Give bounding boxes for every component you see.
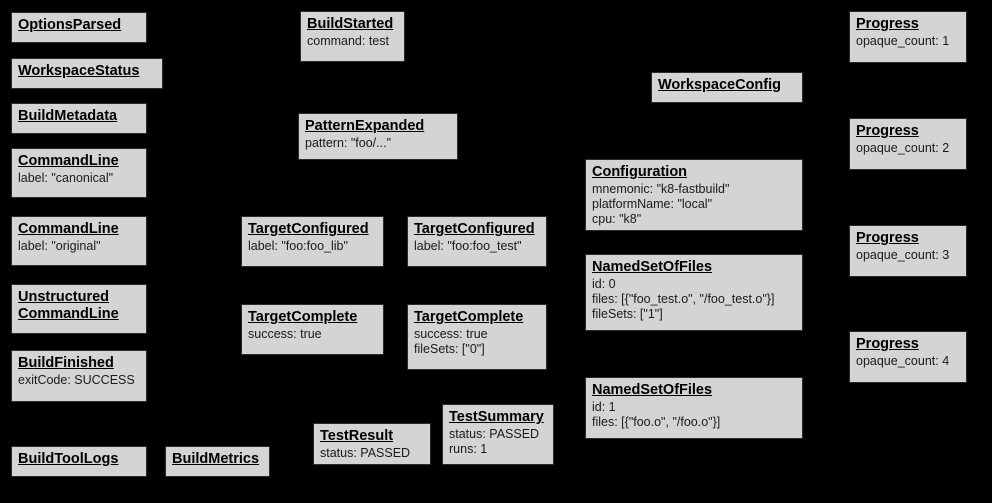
node-title: WorkspaceConfig	[658, 77, 782, 93]
node-field: label: "foo:foo_lib"	[248, 239, 348, 253]
node-field: exitCode: SUCCESS	[18, 373, 135, 387]
node-field: id: 1	[592, 400, 616, 414]
node-progress-3[interactable]: Progress opaque_count: 3	[849, 225, 967, 277]
node-title: TargetComplete	[248, 309, 358, 325]
node-test-result[interactable]: TestResult status: PASSED	[313, 423, 431, 465]
node-fields: id: 1 files: [{"foo.o", "/foo.o"}]	[592, 400, 796, 430]
node-fields: status: PASSED runs: 1	[449, 427, 547, 457]
node-field: opaque_count: 1	[856, 34, 950, 48]
node-build-finished[interactable]: BuildFinished exitCode: SUCCESS	[11, 350, 147, 402]
node-field: status: PASSED	[320, 446, 411, 460]
node-title: Progress	[856, 123, 919, 139]
node-build-tool-logs[interactable]: BuildToolLogs	[11, 446, 147, 477]
node-title: Progress	[856, 336, 919, 352]
node-title: Configuration	[592, 164, 688, 180]
node-field: label: "original"	[18, 239, 101, 253]
node-field: platformName: "local"	[592, 197, 713, 211]
node-title: TestResult	[320, 428, 394, 444]
node-fields: success: true	[248, 327, 377, 342]
node-field: runs: 1	[449, 442, 488, 456]
node-title: TestSummary	[449, 409, 544, 425]
node-title: OptionsParsed	[18, 17, 122, 33]
node-field: command: test	[307, 34, 389, 48]
node-progress-4[interactable]: Progress opaque_count: 4	[849, 331, 967, 383]
node-options-parsed[interactable]: OptionsParsed	[11, 12, 147, 43]
node-fields: label: "foo:foo_test"	[414, 239, 540, 254]
node-target-complete-test[interactable]: TargetComplete success: true fileSets: […	[407, 304, 547, 370]
node-field: status: PASSED	[449, 427, 540, 441]
node-fields: status: PASSED	[320, 446, 424, 461]
node-title: NamedSetOfFiles	[592, 259, 713, 275]
node-named-set-of-files-1[interactable]: NamedSetOfFiles id: 1 files: [{"foo.o", …	[585, 377, 803, 439]
node-field: files: [{"foo_test.o", "/foo_test.o"}]	[592, 292, 775, 306]
node-title: TargetComplete	[414, 309, 524, 325]
node-title: CommandLine	[18, 221, 119, 237]
node-title: Unstructured CommandLine	[18, 289, 119, 322]
node-title: BuildToolLogs	[18, 451, 119, 467]
node-field: label: "foo:foo_test"	[414, 239, 522, 253]
node-field: id: 0	[592, 277, 616, 291]
node-fields: pattern: "foo/..."	[305, 136, 451, 151]
node-fields: opaque_count: 1	[856, 34, 960, 49]
node-title: BuildFinished	[18, 355, 114, 371]
node-fields: command: test	[307, 34, 398, 49]
node-fields: opaque_count: 2	[856, 141, 960, 156]
node-field: success: true	[414, 327, 488, 341]
node-fields: mnemonic: "k8-fastbuild" platformName: "…	[592, 182, 796, 227]
node-fields: exitCode: SUCCESS	[18, 373, 140, 388]
node-title: NamedSetOfFiles	[592, 382, 713, 398]
node-fields: opaque_count: 4	[856, 354, 960, 369]
node-field: success: true	[248, 327, 322, 341]
node-target-configured-foo-test[interactable]: TargetConfigured label: "foo:foo_test"	[407, 216, 547, 267]
node-command-line-original[interactable]: CommandLine label: "original"	[11, 216, 147, 266]
node-fields: id: 0 files: [{"foo_test.o", "/foo_test.…	[592, 277, 796, 322]
node-field: mnemonic: "k8-fastbuild"	[592, 182, 730, 196]
node-title: Progress	[856, 16, 919, 32]
node-fields: success: true fileSets: ["0"]	[414, 327, 540, 357]
node-title: WorkspaceStatus	[18, 63, 140, 79]
node-field: opaque_count: 3	[856, 248, 950, 262]
node-workspace-status[interactable]: WorkspaceStatus	[11, 58, 163, 89]
node-fields: label: "canonical"	[18, 171, 140, 186]
node-fields: label: "original"	[18, 239, 140, 254]
node-field: fileSets: ["0"]	[414, 342, 485, 356]
node-build-started[interactable]: BuildStarted command: test	[300, 11, 405, 62]
node-progress-1[interactable]: Progress opaque_count: 1	[849, 11, 967, 63]
node-title: CommandLine	[18, 153, 119, 169]
node-field: fileSets: ["1"]	[592, 307, 663, 321]
node-named-set-of-files-0[interactable]: NamedSetOfFiles id: 0 files: [{"foo_test…	[585, 254, 803, 331]
node-command-line-canonical[interactable]: CommandLine label: "canonical"	[11, 148, 147, 198]
node-build-metrics[interactable]: BuildMetrics	[165, 446, 270, 477]
node-title: BuildMetadata	[18, 108, 118, 124]
node-target-complete-lib[interactable]: TargetComplete success: true	[241, 304, 384, 355]
node-title: TargetConfigured	[414, 221, 535, 237]
node-unstructured-command-line[interactable]: Unstructured CommandLine	[11, 284, 147, 334]
node-pattern-expanded[interactable]: PatternExpanded pattern: "foo/..."	[298, 113, 458, 160]
node-title: PatternExpanded	[305, 118, 425, 134]
node-progress-2[interactable]: Progress opaque_count: 2	[849, 118, 967, 170]
node-fields: opaque_count: 3	[856, 248, 960, 263]
node-field: opaque_count: 2	[856, 141, 950, 155]
node-title: Progress	[856, 230, 919, 246]
node-title: BuildStarted	[307, 16, 394, 32]
node-test-summary[interactable]: TestSummary status: PASSED runs: 1	[442, 404, 554, 465]
node-title: TargetConfigured	[248, 221, 369, 237]
node-fields: label: "foo:foo_lib"	[248, 239, 377, 254]
node-title: BuildMetrics	[172, 451, 260, 467]
node-field: label: "canonical"	[18, 171, 114, 185]
node-build-metadata[interactable]: BuildMetadata	[11, 103, 147, 134]
node-field: opaque_count: 4	[856, 354, 950, 368]
node-target-configured-foo-lib[interactable]: TargetConfigured label: "foo:foo_lib"	[241, 216, 384, 267]
node-field: cpu: "k8"	[592, 212, 642, 226]
node-field: pattern: "foo/..."	[305, 136, 392, 150]
node-workspace-config[interactable]: WorkspaceConfig	[651, 72, 803, 103]
node-configuration[interactable]: Configuration mnemonic: "k8-fastbuild" p…	[585, 159, 803, 231]
node-field: files: [{"foo.o", "/foo.o"}]	[592, 415, 721, 429]
